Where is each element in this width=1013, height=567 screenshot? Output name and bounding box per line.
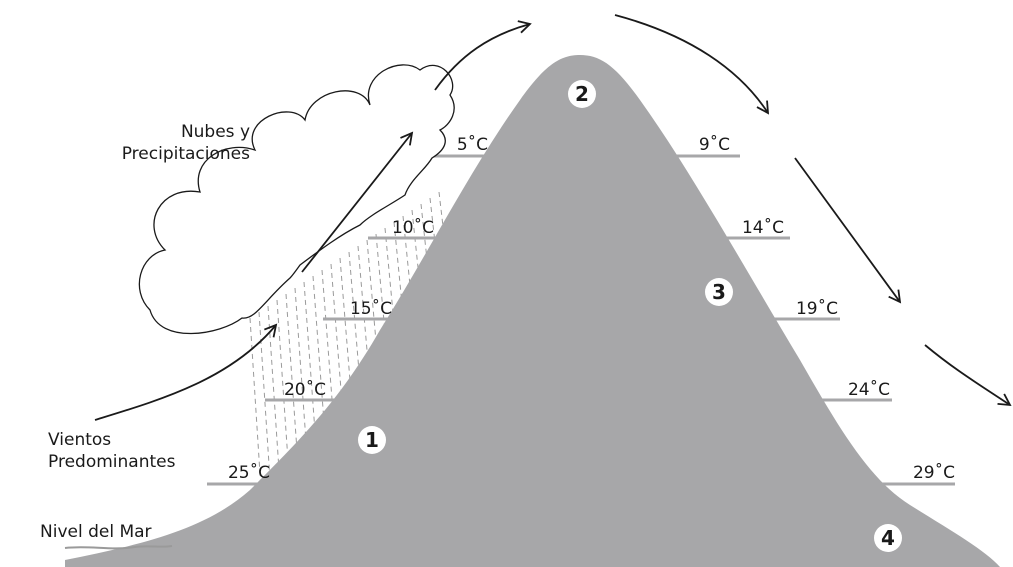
temp-windward-15: 15˚C	[350, 298, 392, 319]
rain-streak	[339, 257, 353, 406]
temp-leeward-24: 24˚C	[848, 379, 890, 400]
rain-streak	[294, 287, 308, 456]
marker-2: 2	[568, 80, 596, 108]
marker-2-label: 2	[575, 82, 589, 106]
temp-windward-25: 25˚C	[228, 462, 270, 483]
leeward-air-arrow	[924, 344, 1012, 407]
marker-1-label: 1	[365, 428, 379, 452]
temp-windward-20: 20˚C	[284, 379, 326, 400]
sea-level-label: Nivel del Mar	[40, 522, 152, 542]
rain-streak	[258, 311, 272, 496]
temp-leeward-14: 14˚C	[742, 217, 784, 238]
clouds-label-line2: Precipitaciones	[122, 144, 250, 164]
marker-4: 4	[874, 524, 902, 552]
descending-air-arrow-1	[614, 14, 770, 115]
temp-windward-5: 5˚C	[457, 134, 488, 155]
marker-1: 1	[358, 426, 386, 454]
marker-3-label: 3	[712, 280, 726, 304]
cloud	[138, 64, 455, 335]
prevailing-wind-arrow	[94, 323, 278, 421]
descending-air-arrow-2	[794, 157, 902, 304]
rain-streak	[312, 275, 326, 436]
rain-streak	[384, 227, 398, 356]
sea-level-line	[64, 545, 173, 550]
temp-leeward-19: 19˚C	[796, 298, 838, 319]
winds-label-line2: Predominantes	[48, 452, 176, 472]
rising-air-arrow	[301, 131, 414, 273]
summit-air-arrow	[434, 20, 532, 91]
temp-leeward-29: 29˚C	[913, 462, 955, 483]
mountain	[65, 55, 1000, 567]
winds-label-line1: Vientos	[48, 430, 111, 450]
rain-streak	[303, 281, 317, 446]
temp-leeward-9: 9˚C	[699, 134, 730, 155]
rain-streak	[276, 299, 290, 476]
rain-streak	[285, 293, 299, 466]
marker-4-label: 4	[881, 526, 895, 550]
marker-3: 3	[705, 278, 733, 306]
clouds-label-line1: Nubes y	[181, 122, 250, 142]
temp-windward-10: 10˚C	[392, 217, 434, 238]
